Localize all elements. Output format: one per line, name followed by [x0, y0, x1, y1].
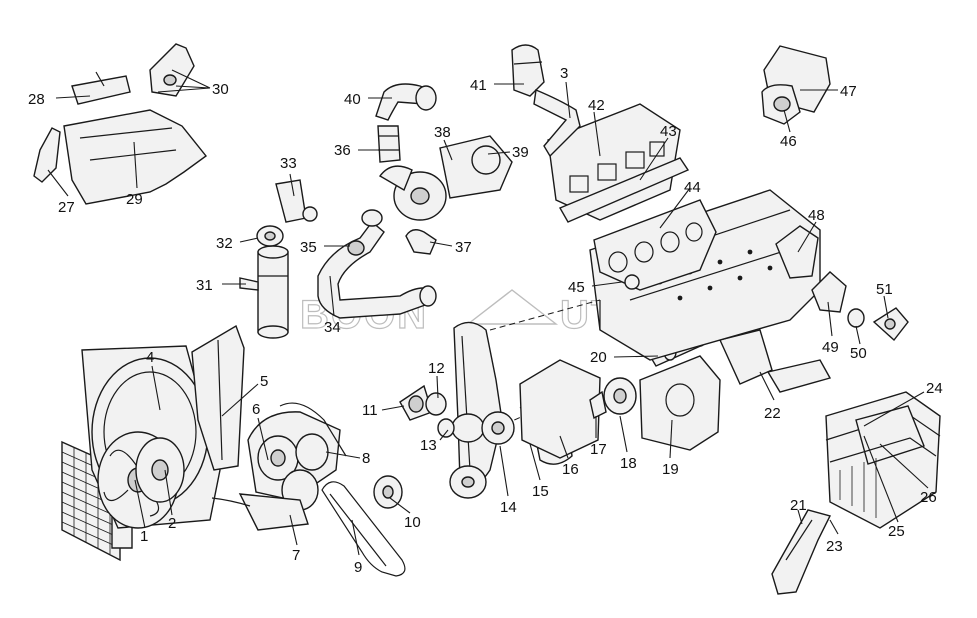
callout-30: 30 [212, 81, 229, 98]
part-exhaust-manifold [547, 103, 681, 221]
callout-23: 23 [826, 538, 843, 555]
callout-45: 45 [568, 279, 585, 296]
callout-7: 7 [292, 547, 300, 564]
callout-18: 18 [620, 455, 637, 472]
part-housing-32 [256, 225, 284, 247]
callout-38: 38 [434, 124, 451, 141]
part-idler-sprocket [373, 475, 403, 509]
part-fan [97, 431, 185, 529]
callout-9: 9 [354, 559, 362, 576]
part-bracket-28 [71, 71, 131, 105]
callout-1: 1 [140, 528, 148, 545]
callout-22: 22 [764, 405, 781, 422]
callout-11: 11 [362, 402, 378, 419]
callout-43: 43 [660, 123, 677, 140]
callout-19: 19 [662, 461, 679, 478]
callout-32: 32 [216, 235, 233, 252]
part-intake-manifold [593, 199, 717, 291]
callout-15: 15 [532, 483, 549, 500]
callout-29: 29 [126, 191, 143, 208]
part-engine-mount [761, 45, 831, 125]
callout-21: 21 [790, 497, 807, 514]
callout-33: 33 [280, 155, 297, 172]
part-hose-36 [377, 125, 401, 163]
callout-5: 5 [260, 373, 268, 390]
part-bracket-27 [33, 127, 61, 183]
callout-42: 42 [588, 97, 605, 114]
part-sensor-33 [275, 179, 318, 223]
part-cap-51 [872, 307, 909, 342]
callout-25: 25 [888, 523, 905, 540]
part-oil-pump-22 [719, 329, 832, 393]
part-v-belt [321, 481, 406, 577]
callout-24: 24 [926, 380, 943, 397]
callout-46: 46 [780, 133, 797, 150]
leader-lines [47, 69, 929, 556]
callout-39: 39 [512, 144, 529, 161]
callout-6: 6 [252, 401, 260, 418]
part-camshaft-gear-14 [481, 411, 515, 445]
callout-50: 50 [850, 345, 867, 362]
part-intake-duct-21 [771, 509, 832, 595]
callout-12: 12 [428, 360, 445, 377]
callout-31: 31 [196, 277, 213, 294]
callout-35: 35 [300, 239, 317, 256]
part-thermostat-49 [811, 271, 847, 313]
callout-36: 36 [334, 142, 351, 159]
part-manifold-gasket [558, 157, 690, 223]
part-pipe-37 [405, 229, 437, 255]
callout-10: 10 [404, 514, 421, 531]
callout-3: 3 [560, 65, 568, 82]
part-turbocharger [378, 135, 513, 221]
callout-48: 48 [808, 207, 825, 224]
callout-2: 2 [168, 515, 176, 532]
callout-20: 20 [590, 349, 607, 366]
callout-51: 51 [876, 281, 893, 298]
part-oil-filter-31 [239, 245, 289, 339]
callout-labels: 1 2 3 4 5 6 7 8 9 10 11 12 13 14 15 16 1… [28, 65, 943, 576]
callout-28: 28 [28, 91, 45, 108]
callout-14: 14 [500, 499, 517, 516]
callout-16: 16 [562, 461, 579, 478]
part-elbow-40 [375, 83, 437, 121]
callout-49: 49 [822, 339, 839, 356]
callout-34: 34 [324, 319, 341, 336]
callout-40: 40 [344, 91, 361, 108]
callout-47: 47 [840, 83, 857, 100]
part-air-filter-box [825, 391, 941, 529]
part-idler-12-13 [425, 392, 455, 438]
callout-17: 17 [590, 441, 607, 458]
callout-26: 26 [920, 489, 937, 506]
part-seal-50 [847, 308, 865, 328]
callout-27: 27 [58, 199, 75, 216]
callout-13: 13 [420, 437, 437, 454]
callout-44: 44 [684, 179, 701, 196]
part-water-outlet-48 [775, 225, 819, 279]
callout-4: 4 [146, 349, 154, 366]
callout-41: 41 [470, 77, 487, 94]
part-front-housing [519, 355, 721, 459]
part-timing-cover-rear [191, 324, 245, 471]
callout-8: 8 [362, 450, 370, 467]
part-intake-hose [317, 209, 437, 319]
part-timing-belt [449, 321, 561, 499]
callout-37: 37 [455, 239, 472, 256]
watermark-logo-mark [465, 289, 559, 325]
